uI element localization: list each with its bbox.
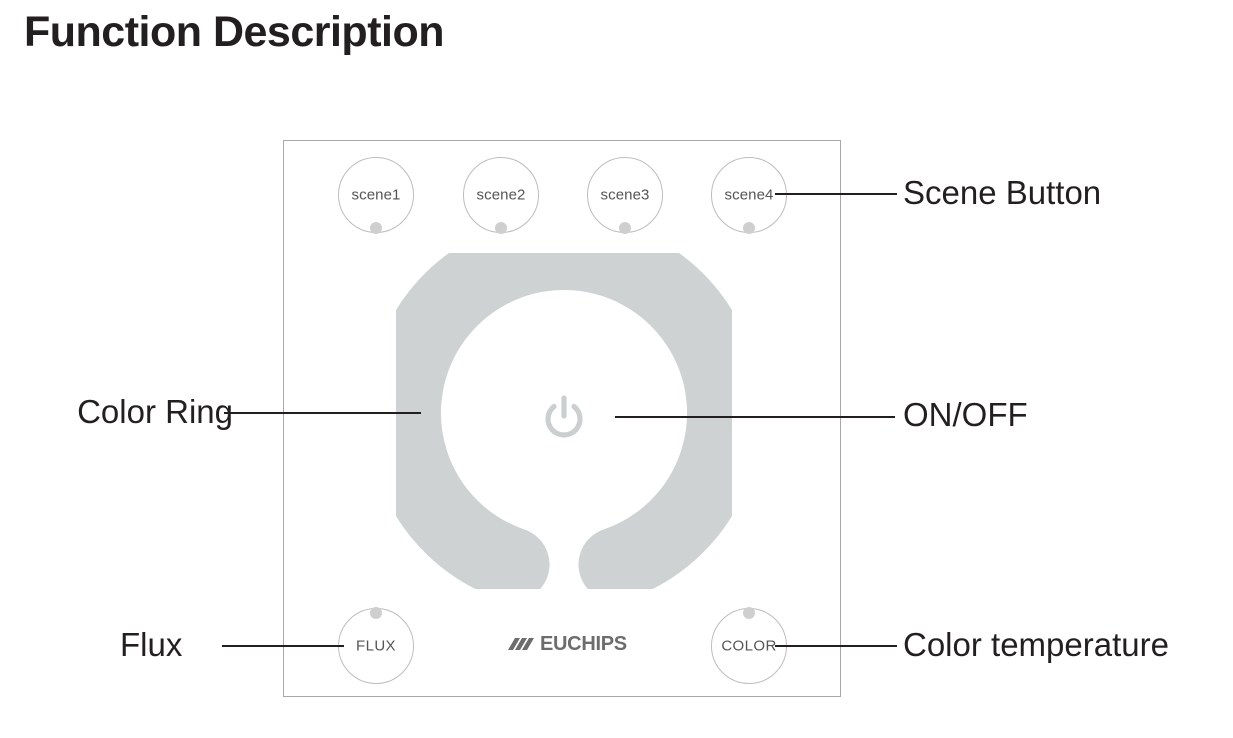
callout-label-scene-button: Scene Button: [903, 174, 1102, 211]
brand-logo-text: EUCHIPS: [540, 633, 627, 655]
leader-line-on-off: [615, 416, 895, 418]
brand-logo: EUCHIPS: [508, 633, 627, 656]
flux-button[interactable]: FLUX: [338, 607, 414, 684]
color-ring-arc: [367, 216, 761, 602]
page-title: Function Description: [24, 8, 445, 56]
color-button-led-indicator: [743, 607, 755, 619]
flux-button-label: FLUX: [356, 637, 396, 655]
scene-button-4-led-indicator: [743, 222, 755, 234]
scene-button-1-led-indicator: [370, 222, 382, 234]
scene-button-4[interactable]: scene4: [711, 157, 787, 234]
scene-button-4-label: scene4: [724, 186, 774, 204]
scene-button-1[interactable]: scene1: [338, 157, 414, 234]
color-ring[interactable]: [367, 216, 761, 602]
callout-label-color-temperature: Color temperature: [903, 626, 1169, 663]
callout-label-on-off: ON/OFF: [903, 396, 1028, 433]
leader-line-flux: [222, 645, 344, 647]
scene-button-3-label: scene3: [600, 186, 650, 204]
scene-button-2[interactable]: scene2: [463, 157, 539, 234]
scene-button-2-label: scene2: [476, 186, 526, 204]
color-button-label: COLOR: [721, 637, 777, 655]
leader-line-scene-button: [775, 193, 897, 195]
euchips-mark-icon: [508, 638, 534, 650]
callout-label-flux: Flux: [120, 626, 183, 663]
power-icon[interactable]: [539, 393, 589, 443]
scene-button-3[interactable]: scene3: [587, 157, 663, 234]
callout-label-color-ring: Color Ring: [77, 393, 233, 430]
scene-button-3-led-indicator: [619, 222, 631, 234]
leader-line-color-ring: [224, 412, 421, 414]
flux-button-led-indicator: [370, 607, 382, 619]
power-glyph: [545, 395, 583, 438]
scene-button-1-label: scene1: [351, 186, 401, 204]
scene-button-2-led-indicator: [495, 222, 507, 234]
leader-line-color-temperature: [775, 645, 897, 647]
device-panel: scene1 scene2 scene3 scene4 FLUX COLOR E…: [283, 140, 841, 697]
